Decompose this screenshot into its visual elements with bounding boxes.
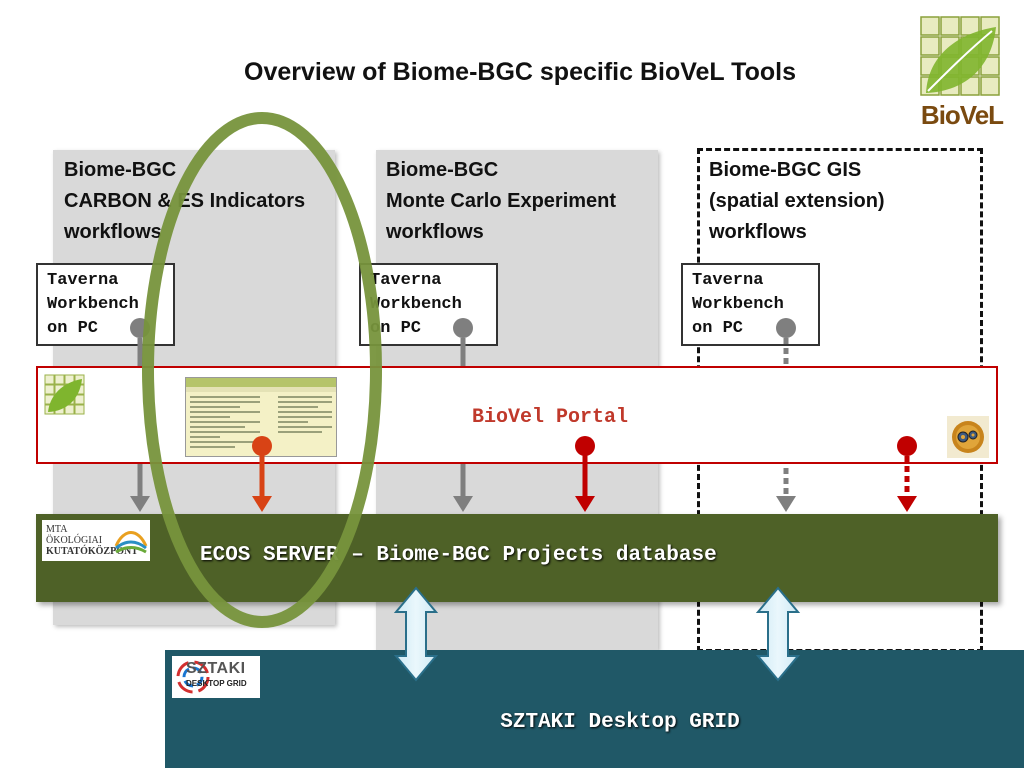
sztaki-grid-label: SZTAKI Desktop GRID (500, 711, 740, 734)
sztaki-grid-bar (165, 650, 1024, 768)
sztaki-logo: SZTAKI DESKTOP GRID (172, 656, 260, 698)
biovel-logo-text: BioVeL (920, 100, 1004, 130)
biovel-leaf-icon (920, 16, 1000, 96)
mta-wave-icon (114, 531, 148, 554)
biovel-portal-label: BioVel Portal (471, 406, 629, 429)
sztaki-globe-icon (176, 660, 210, 694)
ecos-server-label: ECOS SERVER – Biome-BGC Projects databas… (200, 544, 717, 567)
page-title: Overview of Biome-BGC specific BioVeL To… (244, 58, 796, 86)
portal-leaf-icon (44, 374, 86, 416)
mta-logo: MTA ÖKOLÓGIAI KUTATÓKÖZPONT (42, 520, 150, 561)
biovel-logo (918, 15, 1006, 130)
column-gis-heading: Biome-BGC GIS(spatial extension)workflow… (709, 159, 885, 243)
gear-icon (947, 416, 989, 458)
portal-screenshot-thumbnail (185, 377, 337, 457)
